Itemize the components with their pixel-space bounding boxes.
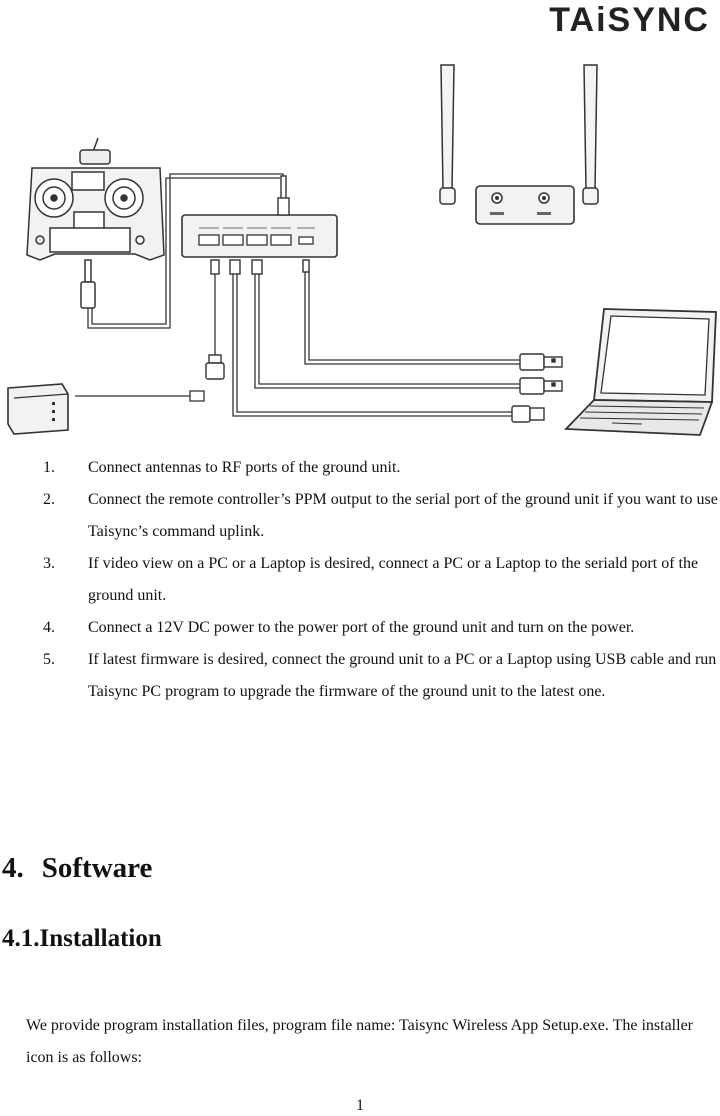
section-number: 4. xyxy=(2,852,24,884)
page-number: 1 xyxy=(356,1097,364,1114)
step-text: Connect the remote controller’s PPM outp… xyxy=(88,491,718,540)
step-text: If video view on a PC or a Laptop is des… xyxy=(88,555,699,604)
step-number: 4. xyxy=(43,619,55,636)
taisync-logo: TAiSYNC xyxy=(549,0,710,39)
antenna-left-icon xyxy=(439,64,456,205)
ppm-plug-icon xyxy=(80,259,96,309)
laptop-icon xyxy=(563,308,717,436)
step-text: Connect antennas to RF ports of the grou… xyxy=(88,459,401,476)
connection-diagram xyxy=(7,64,717,436)
ethernet-plug-icon xyxy=(511,405,545,423)
list-item: 4. Connect a 12V DC power to the power p… xyxy=(0,612,720,644)
step-text: Connect a 12V DC power to the power port… xyxy=(88,619,635,636)
step-number: 2. xyxy=(43,491,55,508)
power-connector-icon xyxy=(205,354,225,380)
installation-paragraph: We provide program installation files, p… xyxy=(26,1017,693,1066)
usb-plug-icon xyxy=(519,353,563,371)
cables xyxy=(75,173,520,417)
list-item: 5. If latest firmware is desired, connec… xyxy=(0,644,720,708)
air-unit-icon xyxy=(475,185,575,225)
connection-steps: 1. Connect antennas to RF ports of the g… xyxy=(0,452,720,708)
ground-unit-antenna-icon xyxy=(277,175,290,216)
remote-controller-icon xyxy=(26,137,165,261)
section-heading: 4. Software xyxy=(2,852,152,885)
antenna-right-icon xyxy=(582,64,599,205)
step-number: 1. xyxy=(43,459,55,476)
step-number: 5. xyxy=(43,651,55,668)
step-text: If latest firmware is desired, connect t… xyxy=(88,651,717,700)
subsection-heading: 4.1.Installation xyxy=(2,925,162,952)
usb-plug-2-icon xyxy=(519,377,563,395)
ground-unit-plugs xyxy=(210,259,310,275)
ground-unit-icon xyxy=(181,214,338,258)
list-item: 2. Connect the remote controller’s PPM o… xyxy=(0,484,720,548)
power-adapter-icon xyxy=(7,383,205,435)
list-item: 3. If video view on a PC or a Laptop is … xyxy=(0,548,720,612)
list-item: 1. Connect antennas to RF ports of the g… xyxy=(0,452,720,484)
section-title: Software xyxy=(41,852,153,884)
step-number: 3. xyxy=(43,555,55,572)
